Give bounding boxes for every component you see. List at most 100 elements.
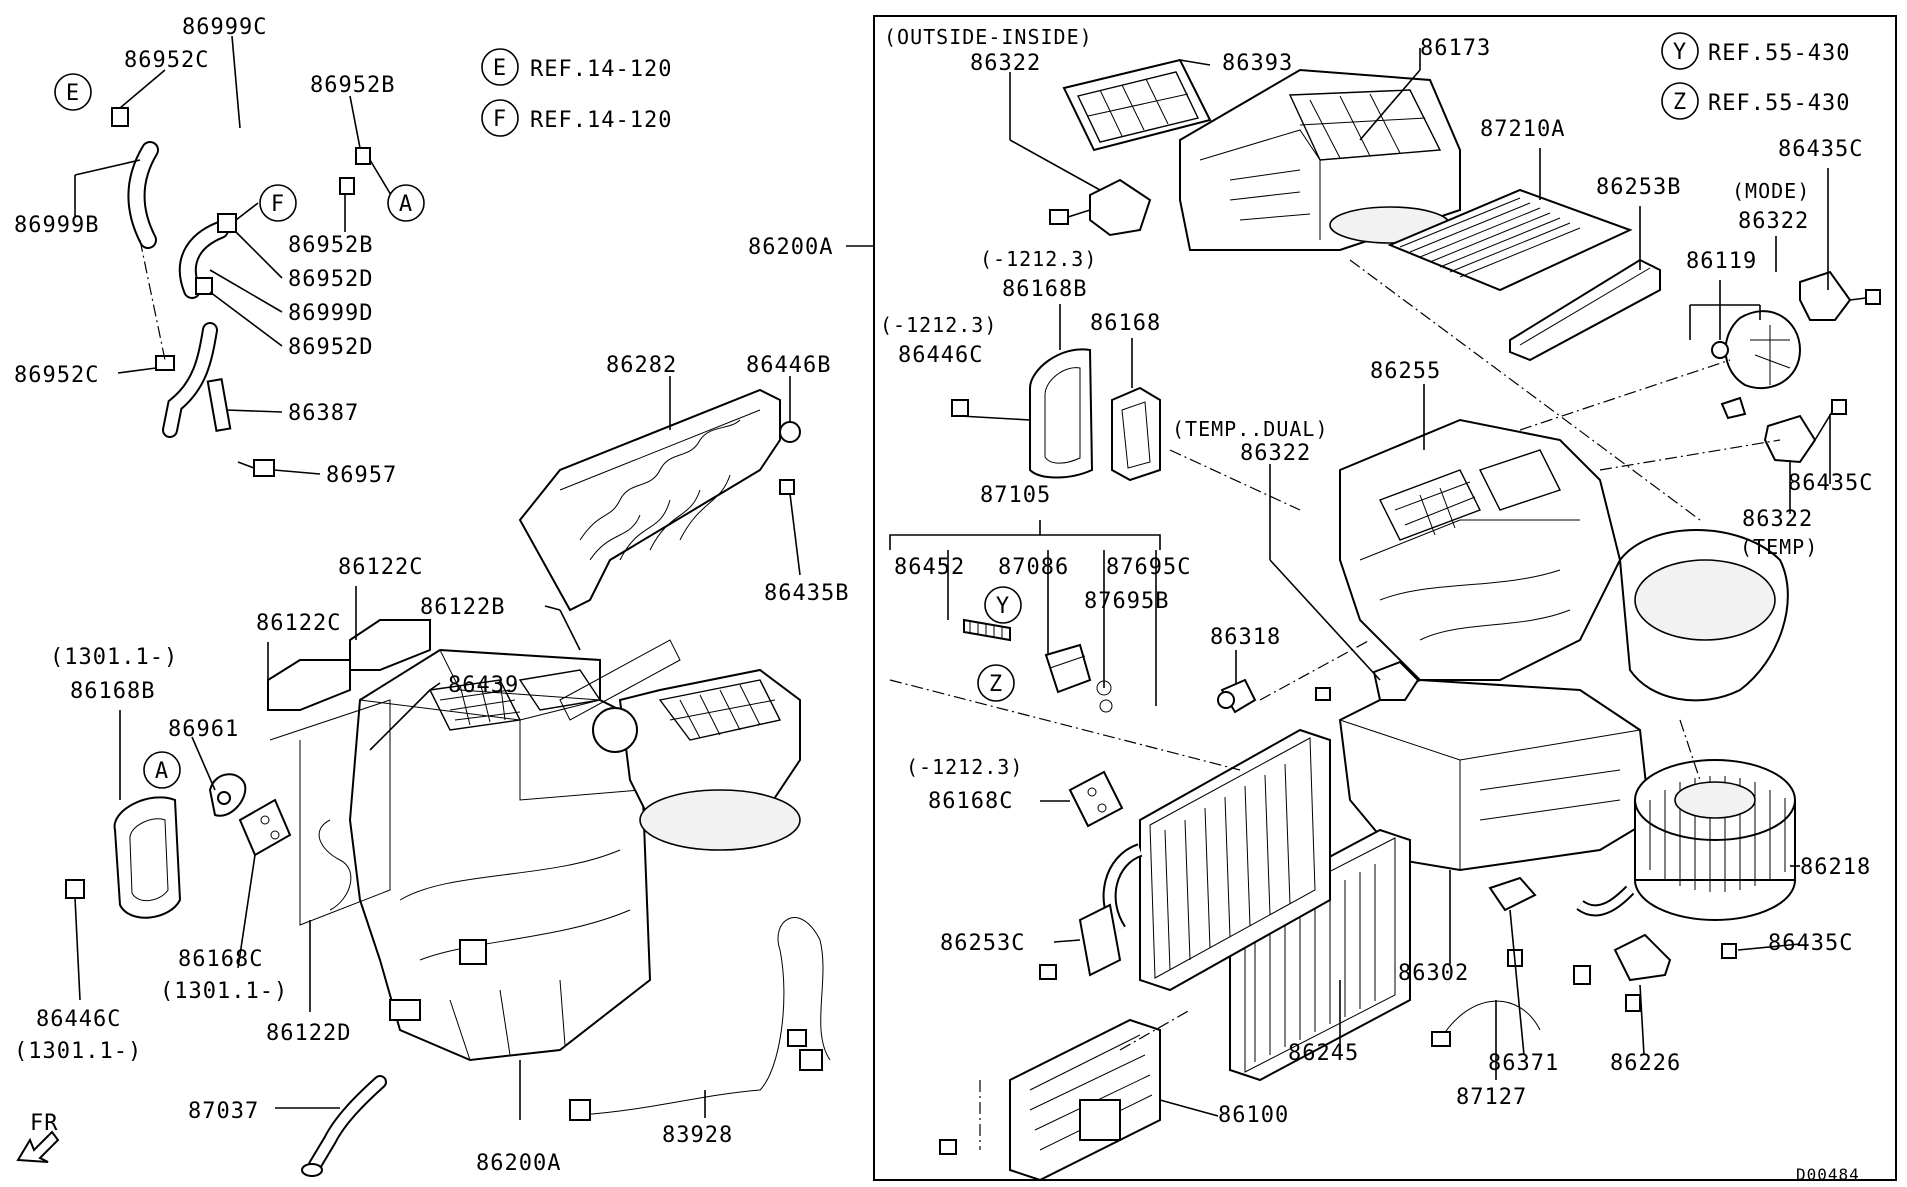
svg-text:86122C: 86122C [256,611,341,636]
sensor-86371 [1431,876,1635,1047]
filter-87210a [1387,188,1633,292]
svg-text:86452: 86452 [894,555,965,580]
svg-text:(OUTSIDE-INSIDE): (OUTSIDE-INSIDE) [884,25,1093,49]
svg-text:86318: 86318 [1210,625,1281,650]
svg-text:87695C: 87695C [1106,555,1191,580]
svg-text:86435C: 86435C [1768,931,1853,956]
seal-pads-86122 [267,619,681,926]
svg-text:86952B: 86952B [288,233,373,258]
air-duct-86282 [518,388,801,612]
svg-text:86393: 86393 [1222,51,1293,76]
svg-text:86952D: 86952D [288,267,373,292]
svg-text:F: F [271,192,285,217]
expansion-valve-87105 [963,618,1113,713]
sensor-86318 [1217,678,1257,714]
svg-text:86322: 86322 [1738,209,1809,234]
pad-86168b-mid [951,348,1094,479]
right-leaders [947,48,1831,1117]
svg-text:(1301.1-): (1301.1-) [160,979,288,1004]
svg-text:REF.14-120: REF.14-120 [530,57,672,82]
svg-text:Z: Z [1673,90,1687,115]
evaporator-core [1039,728,1331,992]
svg-text:86168B: 86168B [70,679,155,704]
mode-actuator-86119 [1711,270,1881,464]
right-labels: (OUTSIDE-INSIDE) 86322 86393 86173 87210… [880,25,1873,1184]
svg-text:87695B: 87695B [1084,589,1169,614]
hvac-unit-main [318,648,801,1062]
front-arrow-icon: FR [16,1111,60,1163]
svg-text:86226: 86226 [1610,1051,1681,1076]
svg-text:86168B: 86168B [1002,277,1087,302]
svg-text:86168C: 86168C [178,947,263,972]
svg-text:86952B: 86952B [310,73,395,98]
seal-86168 [1111,386,1161,482]
svg-text:E: E [66,81,80,106]
svg-text:86200A: 86200A [476,1151,561,1176]
svg-text:86435B: 86435B [764,581,849,606]
svg-text:87037: 87037 [188,1099,259,1124]
svg-text:86435C: 86435C [1778,137,1863,162]
svg-text:86446C: 86446C [898,343,983,368]
svg-text:86245: 86245 [1288,1041,1359,1066]
svg-text:86168: 86168 [1090,311,1161,336]
ref-legend-e: E REF.14-120 [481,48,672,86]
case-86255 [1339,418,1789,702]
svg-text:86173: 86173 [1420,36,1491,61]
svg-text:86952C: 86952C [14,363,99,388]
svg-text:Z: Z [989,672,1003,697]
heater-hose-group [111,107,371,477]
ref-legend-f: F REF.14-120 [481,99,672,137]
svg-text:86282: 86282 [606,353,677,378]
svg-text:(1301.1-): (1301.1-) [50,645,178,670]
svg-text:86253C: 86253C [940,931,1025,956]
svg-text:REF.14-120: REF.14-120 [530,108,672,133]
callout-z-mid: Z [977,664,1015,702]
svg-text:(TEMP): (TEMP) [1740,535,1818,559]
callout-a-left: A [143,751,181,789]
svg-text:86999C: 86999C [182,15,267,40]
svg-text:86253B: 86253B [1596,175,1681,200]
callout-f-top: F [259,184,297,222]
filter-86393 [1062,58,1212,152]
actuator-86322-dual [1315,660,1420,701]
svg-text:86122D: 86122D [266,1021,351,1046]
svg-text:A: A [399,192,413,217]
svg-text:86371: 86371 [1488,1051,1559,1076]
svg-text:(-1212.3): (-1212.3) [880,313,997,337]
blower-motor-86218 [1634,759,1796,959]
svg-text:86322: 86322 [970,51,1041,76]
svg-text:86122B: 86122B [420,595,505,620]
svg-text:86446B: 86446B [746,353,831,378]
svg-text:86387: 86387 [288,401,359,426]
ref-legend-z: Z REF.55-430 [1661,82,1849,120]
svg-text:87105: 87105 [980,483,1051,508]
pad-86168b-left [65,773,292,919]
ref-legend-y: Y REF.55-430 [1661,32,1849,70]
svg-text:FR: FR [30,1111,59,1136]
left-unit-leaders [74,586,706,1120]
svg-text:86302: 86302 [1398,961,1469,986]
svg-text:(1301.1-): (1301.1-) [14,1039,142,1064]
svg-text:86999D: 86999D [288,301,373,326]
svg-text:86322: 86322 [1742,507,1813,532]
svg-text:86200A: 86200A [748,235,833,260]
svg-text:86100: 86100 [1218,1103,1289,1128]
callout-e-top: E [54,73,92,111]
duct-leaders [669,376,801,576]
svg-text:86961: 86961 [168,717,239,742]
svg-text:86435C: 86435C [1788,471,1873,496]
svg-text:87127: 87127 [1456,1085,1527,1110]
svg-text:86322: 86322 [1240,441,1311,466]
control-unit-86100 [939,1018,1161,1182]
svg-text:E: E [493,56,507,81]
svg-text:Y: Y [996,594,1010,619]
svg-text:87210A: 87210A [1480,117,1565,142]
svg-text:F: F [493,107,507,132]
left-labels: 86999C 86952C 86952B 86999B 86952B 86952… [14,15,849,1176]
svg-text:86446C: 86446C [36,1007,121,1032]
clip-86168c-mid [1068,770,1124,828]
detail-frame [873,15,1897,1181]
svg-text:83928: 83928 [662,1123,733,1148]
svg-text:86119: 86119 [1686,249,1757,274]
